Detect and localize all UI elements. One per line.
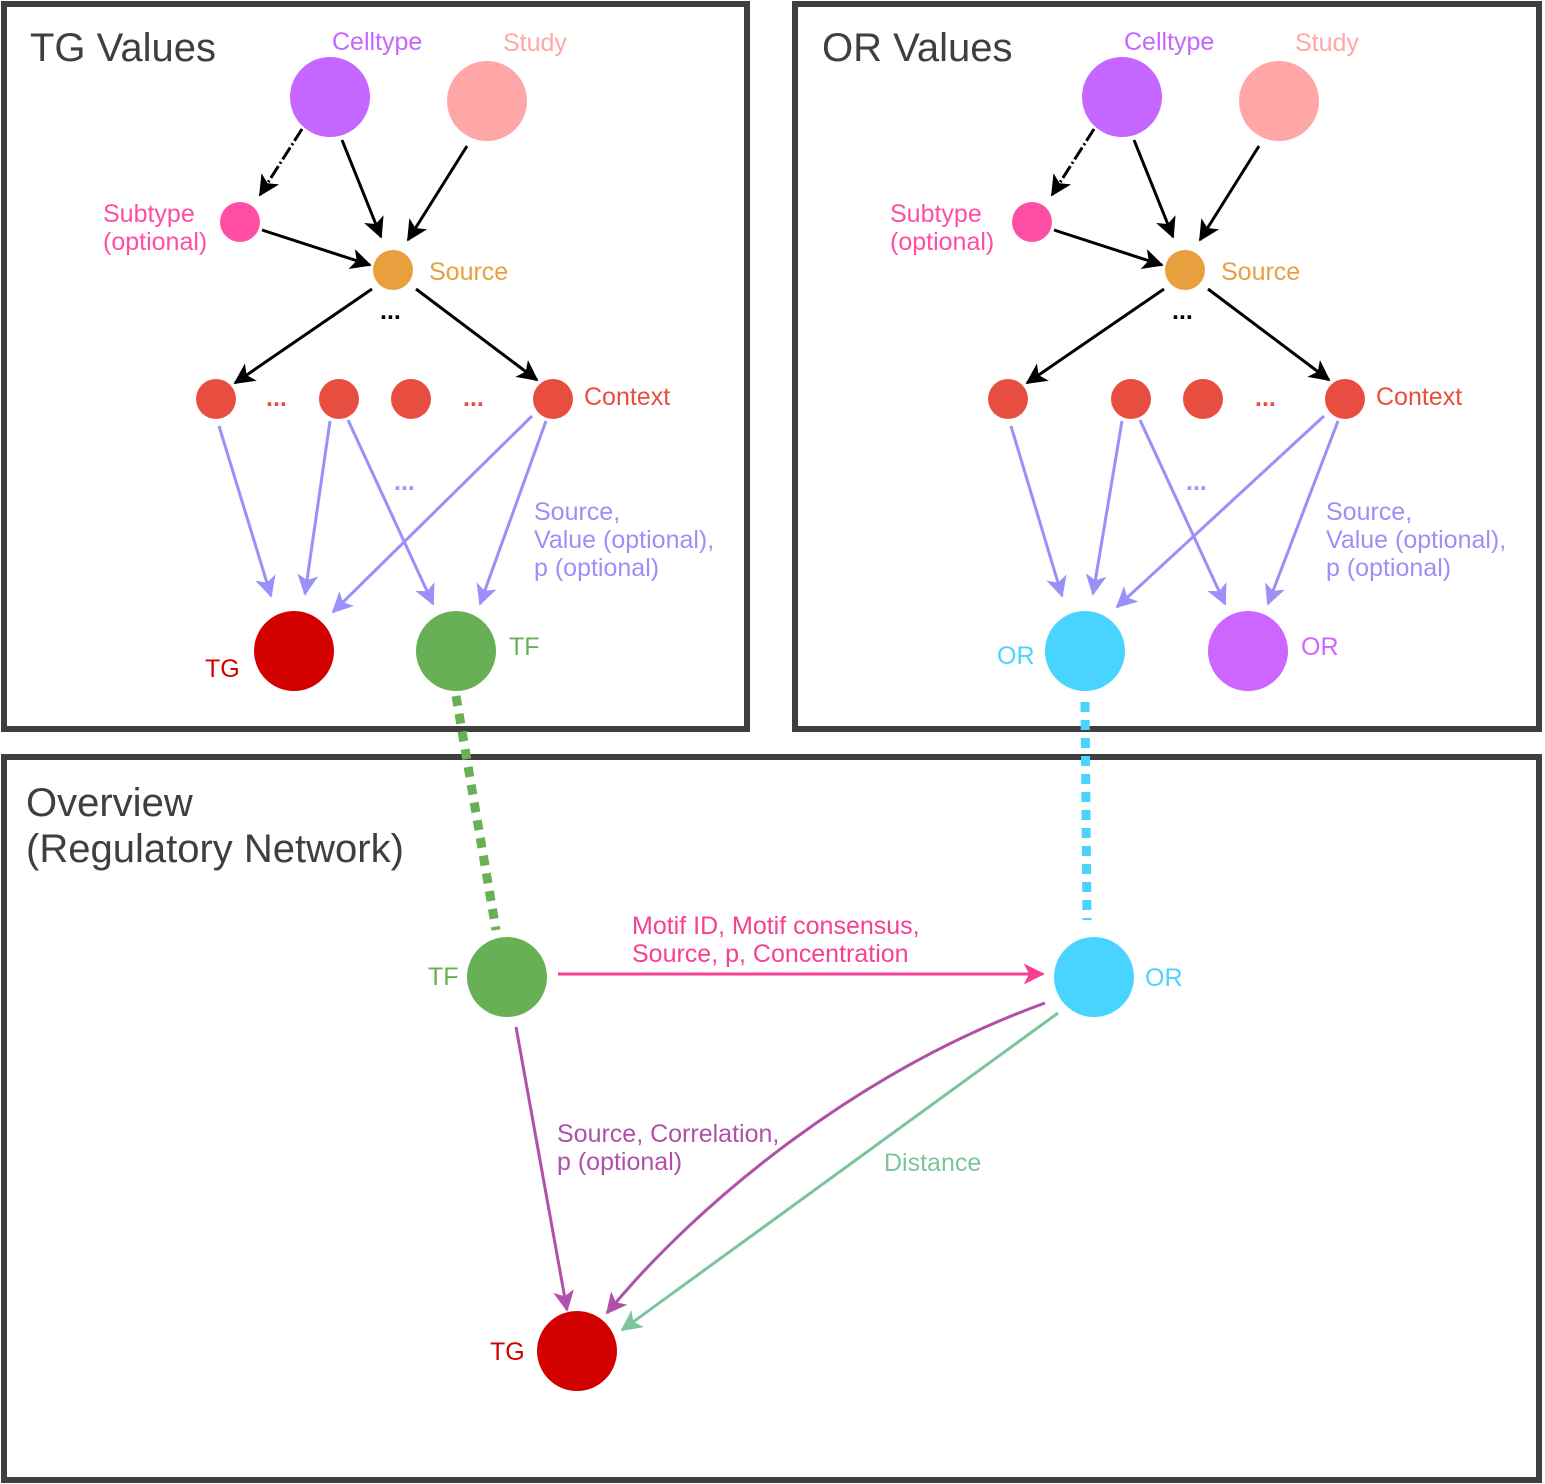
overview-tf-node xyxy=(467,937,547,1017)
or-panel-context-node-4 xyxy=(1325,379,1365,419)
or-panel-source-ellipsis: ... xyxy=(1172,297,1193,325)
tg-panel-celltype-label: Celltype xyxy=(332,28,422,56)
tg-panel-context-node-4 xyxy=(533,379,573,419)
or-source-to-context-right-edge xyxy=(1207,287,1331,382)
or-panel-source-node xyxy=(1165,250,1205,290)
tg-panel-subtype-label: Subtype xyxy=(103,200,195,228)
or-panel-or-alt-label: OR xyxy=(1301,633,1339,661)
or-panel-subtype-label: Subtype xyxy=(890,200,982,228)
tg-panel-context-ellipsis-2: ... xyxy=(463,384,484,412)
tf-tg-edge-label-line1: Source, Correlation, xyxy=(557,1120,779,1148)
overview-title-line2: (Regulatory Network) xyxy=(26,827,404,871)
tg-panel-context-label: Context xyxy=(584,383,670,411)
tg-panel-tg-node xyxy=(254,611,334,691)
context4-to-tg-edge xyxy=(331,414,534,614)
tg-panel-subtype-node xyxy=(220,202,260,242)
or-panel-or-alt-node xyxy=(1208,611,1288,691)
overview-tg-label: TG xyxy=(490,1338,525,1366)
or-context1-to-or-edge xyxy=(1009,425,1067,598)
tg-panel-edge-ellipsis: ... xyxy=(394,468,415,496)
study-to-source-edge xyxy=(406,145,469,242)
overview-tg-node xyxy=(537,1311,617,1391)
tg-panel-subtype-optional-label: (optional) xyxy=(103,228,207,256)
tg-panel-title: TG Values xyxy=(30,26,216,70)
source-to-context-right-edge xyxy=(415,287,539,382)
or-panel-edge-label-line1: Source, xyxy=(1326,498,1412,526)
celltype-to-subtype-edge xyxy=(258,128,304,197)
tg-panel-study-node xyxy=(447,61,527,141)
tf-or-edge-label-line2: Source, p, Concentration xyxy=(632,940,909,968)
tg-panel-source-ellipsis: ... xyxy=(380,297,401,325)
or-panel-context-node-1 xyxy=(988,379,1028,419)
or-panel-subtype-node xyxy=(1012,202,1052,242)
or-context4-to-or-alt-edge xyxy=(1265,420,1340,606)
tg-panel-source-label: Source xyxy=(429,258,508,286)
tg-panel-context-node-1 xyxy=(196,379,236,419)
subtype-to-source-edge xyxy=(261,228,372,270)
or-panel-context-ellipsis-1: ... xyxy=(1255,384,1276,412)
context2-to-tg-edge xyxy=(297,420,332,596)
or-source-to-context-left-edge xyxy=(1025,287,1165,385)
or-tg-distance-label: Distance xyxy=(884,1149,981,1177)
or-panel-source-label: Source xyxy=(1221,258,1300,286)
tf-tg-edge-label-line2: p (optional) xyxy=(557,1148,682,1176)
tg-panel-study-label: Study xyxy=(503,29,567,57)
or-panel-study-label: Study xyxy=(1295,29,1359,57)
or-context2-to-or-alt-edge xyxy=(1138,419,1227,606)
context4-to-tf-edge xyxy=(476,420,548,606)
tg-panel-context-ellipsis-1: ... xyxy=(266,384,287,412)
tg-panel-tf-label: TF xyxy=(509,633,540,661)
or-to-tg-distance-edge xyxy=(620,1011,1059,1332)
tg-panel-context-node-3 xyxy=(391,379,431,419)
tf-or-edge-label-line1: Motif ID, Motif consensus, xyxy=(632,912,920,940)
or-panel-celltype-node xyxy=(1082,57,1162,137)
tg-panel-context-node-2 xyxy=(319,379,359,419)
tg-panel-edge-label-line2: Value (optional), xyxy=(534,526,714,554)
tf-link-dotted-line xyxy=(451,695,501,931)
or-panel-context-node-2 xyxy=(1111,379,1151,419)
or-subtype-to-source-edge xyxy=(1053,228,1164,270)
overview-or-label: OR xyxy=(1145,964,1183,992)
or-panel-edge-ellipsis: ... xyxy=(1186,468,1207,496)
or-context4-to-or-edge xyxy=(1115,414,1326,609)
or-panel-context-node-3 xyxy=(1183,379,1223,419)
or-panel-title: OR Values xyxy=(822,26,1012,70)
overview-title-line1: Overview xyxy=(26,781,193,825)
tg-panel-edge-label-line1: Source, xyxy=(534,498,620,526)
or-to-tg-correlation-edge xyxy=(605,1001,1046,1315)
tg-panel-tg-label: TG xyxy=(205,655,240,683)
celltype-to-source-edge xyxy=(340,139,384,239)
tf-to-tg-edge xyxy=(514,1026,574,1312)
or-panel-or-node xyxy=(1045,611,1125,691)
context1-to-tg-edge xyxy=(217,425,276,598)
source-to-context-left-edge xyxy=(233,287,373,385)
overview-panel xyxy=(1,754,1542,1483)
or-context2-to-or-edge xyxy=(1085,420,1124,596)
or-panel-context-label: Context xyxy=(1376,383,1462,411)
or-panel-study-node xyxy=(1239,61,1319,141)
or-panel-edge-label-line2: Value (optional), xyxy=(1326,526,1506,554)
or-study-to-source-edge xyxy=(1198,145,1261,242)
or-panel-edge-label-line3: p (optional) xyxy=(1326,554,1451,582)
tg-panel-tf-node xyxy=(416,611,496,691)
or-panel-celltype-label: Celltype xyxy=(1124,28,1214,56)
tg-panel-celltype-node xyxy=(290,57,370,137)
or-values-panel xyxy=(792,1,1542,732)
or-link-dotted-line xyxy=(1080,701,1092,921)
tg-panel-edge-label-line3: p (optional) xyxy=(534,554,659,582)
context2-to-tf-edge xyxy=(346,419,435,606)
or-celltype-to-source-edge xyxy=(1132,139,1176,239)
overview-or-node xyxy=(1054,937,1134,1017)
or-panel-or-label: OR xyxy=(997,642,1035,670)
or-panel-subtype-optional-label: (optional) xyxy=(890,228,994,256)
tg-panel-source-node xyxy=(373,250,413,290)
or-celltype-to-subtype-edge xyxy=(1050,128,1096,197)
overview-tf-label: TF xyxy=(428,963,459,991)
tg-values-panel xyxy=(1,1,750,732)
